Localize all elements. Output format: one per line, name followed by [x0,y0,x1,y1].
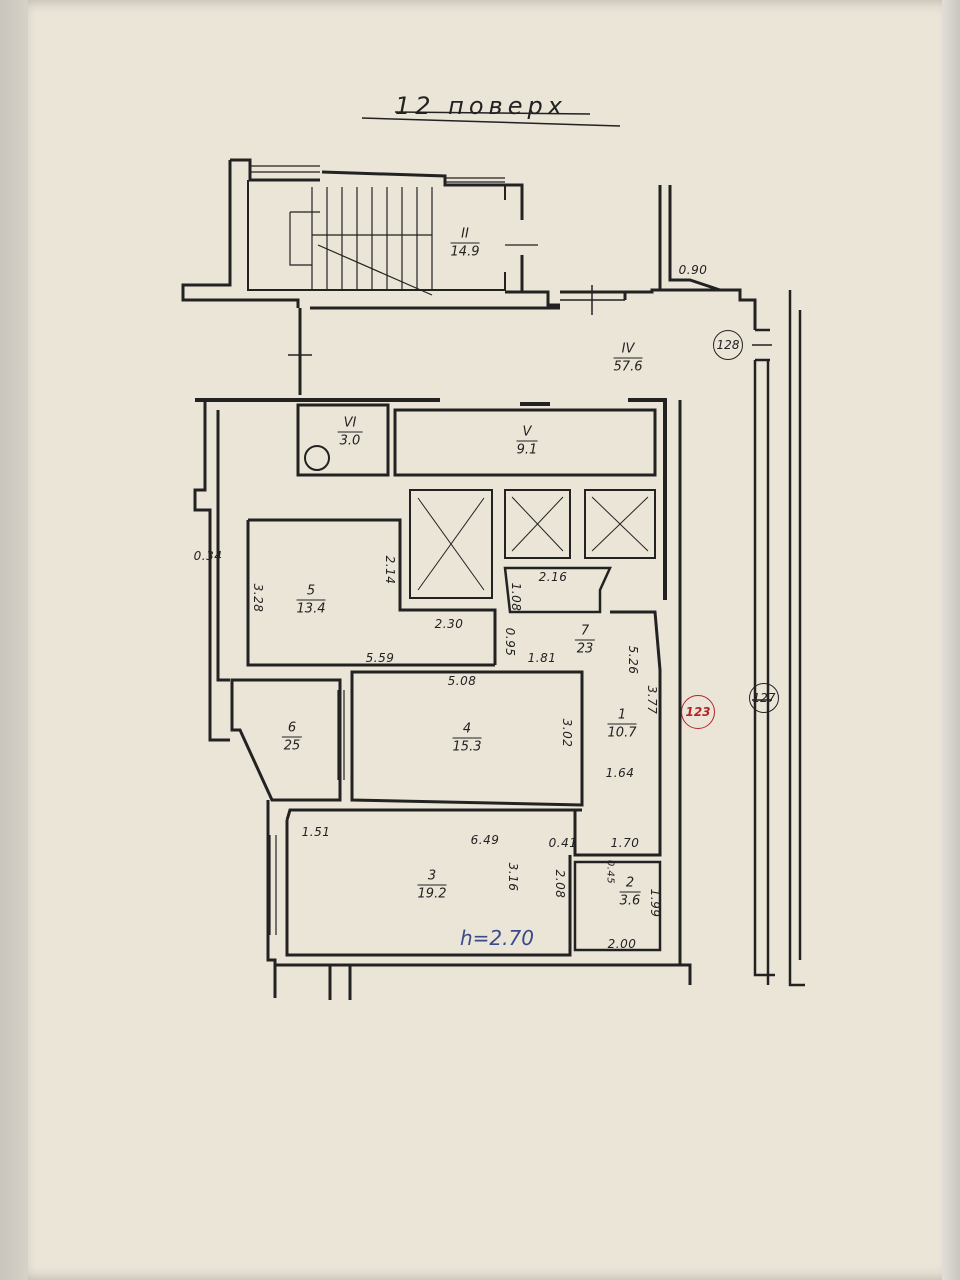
dimension-label: 6.49 [470,833,500,847]
room-number: 4 [452,721,482,739]
corridor-wall [298,185,757,407]
corridor-door [288,285,625,356]
room-area: 9.1 [516,442,538,458]
floor-title: 12 поверх [395,92,567,120]
dimension-label: 3.02 [560,718,574,748]
room-number: 7 [574,623,596,641]
dimension-label: 5.08 [447,674,477,688]
room-number: IV [613,341,643,359]
title-underline [361,111,621,127]
dimension-label: 2.14 [383,555,397,585]
dimension-label: 0.90 [678,263,708,277]
room-number: 2 [619,875,641,893]
room-area: 15.3 [452,739,482,755]
dimension-label: 3.28 [251,583,265,613]
dimension-label: 1.64 [605,766,635,780]
dimension-label: 1.70 [610,836,640,850]
dimension-label: 2.30 [434,617,464,631]
room-number: 3 [417,868,447,886]
stair-steps [289,187,538,296]
room-area: 3.0 [339,433,361,449]
outer-bottom-wall [266,400,692,1000]
room-number: 6 [281,720,303,738]
room-V-wall [393,408,657,477]
room-number: 1 [607,707,637,725]
room-2-wall [573,860,662,952]
ceiling-height-note: h=2.70 [460,926,534,950]
dimension-label: 5.59 [365,651,395,665]
room-VI-wall [296,403,390,477]
dimension-label: 1.08 [509,582,523,612]
room-7-wall [503,566,612,614]
building-marker-128: 128 [713,330,743,360]
dimension-label: 3.77 [645,685,659,715]
room-number: V [516,424,538,442]
room-area: 14.9 [450,244,480,260]
apartment-marker-123: 123 [681,695,715,729]
balcony-window [269,690,345,935]
paper-sheet [28,0,958,1280]
background-right-edge [942,0,960,1280]
room-area: 23 [576,641,594,657]
left-outer-wall [193,400,230,742]
dimension-label: 1.99 [648,888,662,918]
service-row-top-wall [195,398,667,600]
room-area: 13.4 [296,601,326,617]
dimension-label: 0.41 [548,836,578,850]
room-area: 3.6 [619,893,641,909]
stair-wall [181,158,560,310]
dimension-label: 3.16 [506,862,520,892]
building-marker-127: 127 [749,683,779,713]
dimension-label: 2.08 [553,869,567,899]
dimension-label: 2.00 [607,937,637,951]
building-right-wall [753,290,805,987]
stair-inner-wall [247,180,506,291]
room-number: 5 [296,583,326,601]
dimension-label: 0.95 [503,627,517,657]
dimension-label: 1.51 [301,825,331,839]
room-5-wall [246,518,497,667]
elevator-shafts [409,489,656,599]
dimension-label: 0.34 [193,549,223,563]
shaft-circle-icon [304,445,330,471]
room-area: 10.7 [607,725,637,741]
room-number: II [450,226,480,244]
room-6-wall [230,678,342,802]
room-4-wall [350,670,584,807]
room-area: 25 [283,738,301,754]
dimension-label: 2.16 [538,570,568,584]
stair-window [250,165,505,183]
room-area: 57.6 [613,359,643,375]
room-area: 19.2 [417,886,447,902]
dimension-label: 5.26 [626,645,640,675]
room-number: VI [337,415,363,433]
room-3-wall [285,808,575,957]
dimension-label: 1.81 [527,651,557,665]
dimension-label: 0.45 [604,859,616,885]
